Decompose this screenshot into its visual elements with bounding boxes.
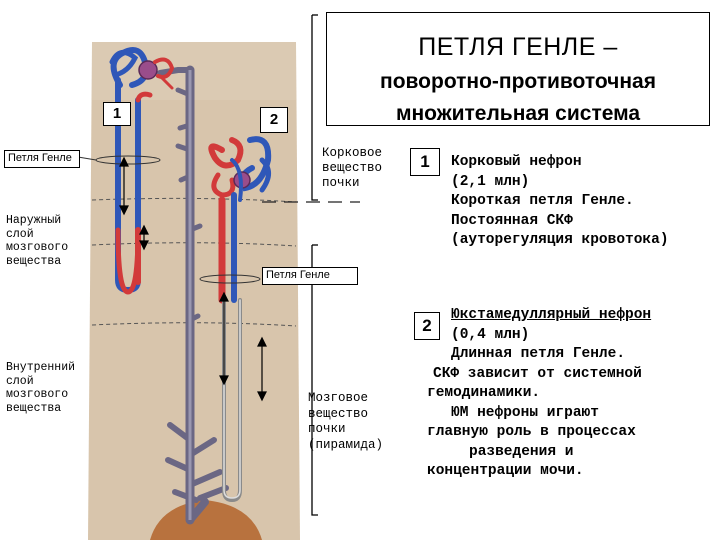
cortex-label: Корковое вещество почки	[322, 146, 383, 190]
medulla-bracket	[311, 245, 318, 516]
title-main: ПЕТЛЯ ГЕНЛЕ –	[418, 33, 618, 61]
cortical-nephron	[109, 47, 175, 295]
title-sub-line2: множительная система	[395, 102, 641, 125]
cortical-nephron-description: Корковый нефрон (2,1 млн) Короткая петля…	[451, 154, 669, 248]
title-sub-line1: поворотно-противоточная	[380, 70, 656, 93]
juxtamedullary-nephron-description: Юкстамедуллярный нефрон (0,4 млн) Длинна…	[427, 307, 652, 479]
medulla-label: Мозговое вещество почки (пирамида)	[308, 391, 384, 452]
loop-label-left: Петля Генле	[4, 150, 80, 168]
loop-label-center: Петля Генле	[262, 267, 358, 285]
inner-medulla-label: Внутренний слой мозгового вещества	[6, 361, 76, 415]
cortex-bracket	[311, 15, 318, 201]
renal-papilla	[150, 500, 262, 540]
nephron2-marker: 2	[260, 107, 288, 133]
outer-inner-medulla-boundary-line	[91, 242, 297, 247]
cortical-nephron-number: 1	[410, 148, 440, 176]
title-box: ПЕТЛЯ ГЕНЛЕ – поворотно-противоточная мн…	[326, 12, 710, 126]
juxtamedullary-nephron-number: 2	[414, 312, 440, 340]
outer-medulla-label: Наружный слой мозгового вещества	[6, 214, 69, 268]
nephron1-marker: 1	[103, 102, 131, 126]
cortex-boundary-line	[91, 197, 297, 203]
inner-medulla-boundary-line	[91, 322, 297, 327]
